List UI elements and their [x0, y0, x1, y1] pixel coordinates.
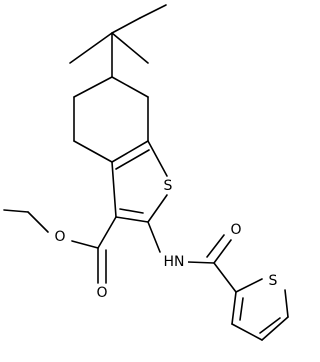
ring-sulfur-atom: S — [160, 177, 175, 194]
bond-c2-n — [147, 221, 161, 253]
bond-n-carbonyl-c — [187, 261, 215, 264]
atom-labels: S HN O S O O — [52, 177, 281, 302]
bond-th-c3-c2-double — [239, 297, 244, 321]
ester-ether-oxygen-atom: O — [52, 229, 68, 246]
bond-c7a-s — [147, 140, 168, 177]
amide-nitrogen-atom: HN — [160, 253, 188, 271]
molecule-structure: S HN O S O O — [3, 4, 289, 341]
bond-carbonyl-c-thiophene — [213, 262, 237, 293]
bond-ether-o-ch2 — [27, 211, 49, 233]
bond-carbonyl-c-o-double — [206, 234, 225, 258]
ester-carbonyl-oxygen-label: O — [96, 285, 107, 301]
bond-c2-c3 — [115, 216, 149, 223]
bonds — [3, 4, 289, 341]
bond-c3a-c7a — [111, 140, 149, 163]
bond-ester-c-ether-o — [71, 240, 99, 249]
bond-carbonyl-c-o — [213, 239, 232, 264]
ring-sulfur-label: S — [164, 178, 173, 194]
bond-quat-methyl-left — [69, 32, 113, 64]
thiophene-sulfur-atom: S — [265, 272, 281, 289]
bond-quat-methyl-right — [111, 32, 149, 64]
bond-c3-c3a — [111, 161, 117, 218]
bond-th-c4-c3 — [231, 323, 263, 341]
bond-th-c2-s — [235, 278, 263, 293]
thiophene-sulfur-label: S — [269, 273, 278, 289]
bond-ethyl-ch2 — [111, 17, 141, 34]
bond-ethyl-ch3 — [139, 4, 167, 19]
bond-th-c5-c4-double — [259, 317, 281, 334]
amide-oxygen-atom: O — [228, 222, 244, 239]
bond-c6-c5 — [73, 76, 113, 98]
bond-th-s-c5 — [284, 289, 289, 318]
amide-oxygen-label: O — [230, 222, 241, 238]
bond-c3-ester-c — [97, 216, 117, 249]
bond-c6-c7 — [111, 76, 149, 98]
bond-c2-c3-double — [119, 208, 144, 214]
bond-s-c2 — [147, 194, 168, 223]
bond-th-c3-c2 — [231, 291, 237, 325]
bond-c4-c3a — [73, 140, 113, 163]
bond-th-c5-c4 — [261, 316, 289, 341]
ester-ether-oxygen-label: O — [54, 229, 65, 245]
bond-c3a-c7a-double — [115, 149, 150, 170]
amide-nitrogen-label: HN — [164, 254, 185, 270]
bond-ethyl-ch2-ch3 — [3, 209, 29, 213]
ester-carbonyl-oxygen-atom: O — [94, 285, 110, 302]
